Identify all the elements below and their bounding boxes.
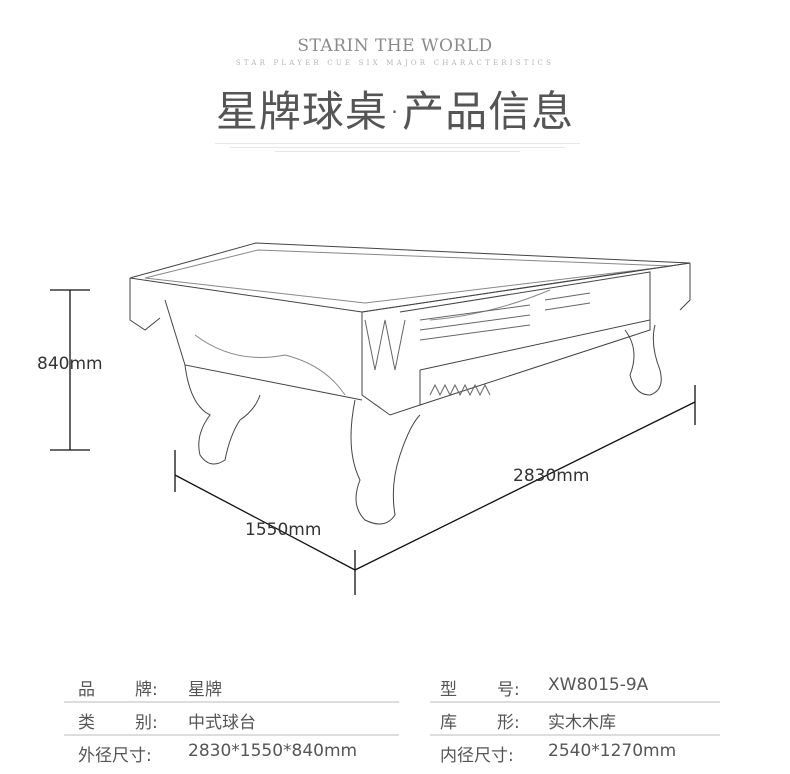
page-title: 星牌球桌·产品信息 bbox=[215, 87, 575, 136]
spec-label: 牌: bbox=[135, 680, 158, 700]
divider bbox=[64, 701, 399, 703]
spec-label: 外径尺寸: bbox=[78, 746, 152, 766]
english-title: STARIN THE WORLD bbox=[297, 36, 493, 56]
spec-label: 内径尺寸: bbox=[440, 746, 514, 766]
spec-label: 形: bbox=[497, 713, 520, 733]
billiard-table-sketch bbox=[50, 242, 696, 595]
spec-value: 星牌 bbox=[188, 680, 222, 700]
spec-value: 2540*1270mm bbox=[548, 741, 677, 761]
spec-value: XW8015-9A bbox=[548, 675, 649, 695]
divider bbox=[430, 734, 720, 736]
spec-label: 库 bbox=[440, 713, 457, 733]
english-subtitle: STAR PLAYER CUE SIX MAJOR CHARACTERISTIC… bbox=[235, 59, 555, 67]
decorative-fine-print bbox=[215, 140, 580, 154]
divider bbox=[430, 701, 720, 703]
spec-label: 品 bbox=[78, 680, 95, 700]
spec-label: 号: bbox=[497, 680, 520, 700]
divider bbox=[64, 734, 399, 736]
spec-value: 2830*1550*840mm bbox=[188, 741, 358, 761]
width-dimension-label: 1550mm bbox=[245, 520, 322, 540]
spec-label: 别: bbox=[135, 713, 158, 733]
spec-label: 类 bbox=[78, 713, 95, 733]
length-dimension-label: 2830mm bbox=[513, 466, 590, 486]
spec-value: 实木木库 bbox=[548, 713, 616, 733]
dimension-lines bbox=[50, 289, 696, 595]
table-outline bbox=[129, 242, 691, 525]
spec-label: 型 bbox=[440, 680, 457, 700]
height-dimension-label: 840mm bbox=[37, 354, 103, 374]
spec-value: 中式球台 bbox=[188, 713, 256, 733]
